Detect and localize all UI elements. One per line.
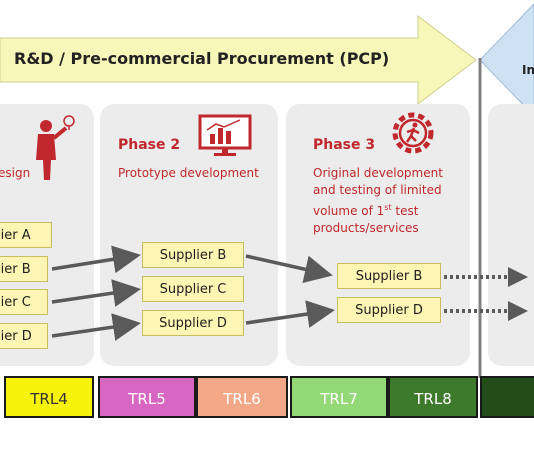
arrow-c-to-phase2 [51, 279, 141, 307]
phase-3-desc-volume: volume of 1 [313, 204, 385, 218]
phase-2-supplier-b: Supplier B [142, 242, 244, 268]
phase-3-desc-line-1: Original development [313, 166, 443, 180]
trl-8-cell: TRL8 [388, 376, 478, 418]
phase-3-description: Original development and testing of limi… [313, 165, 463, 237]
arrow-b-to-phase3 [245, 254, 333, 284]
trl-9-cell [480, 376, 534, 418]
phase-1-description: esign [0, 166, 31, 180]
phase-3-desc-line-2: and testing of limited [313, 183, 442, 197]
phase-1-supplier-d: lier D [0, 323, 48, 349]
phase-3-desc-test: test [391, 204, 419, 218]
arrow-b-to-phase2 [51, 245, 141, 274]
phase-3-desc-line-3: volume of 1st test [313, 199, 463, 220]
phase-2-title: Phase 2 [118, 137, 181, 153]
next-stage-label: In [522, 63, 534, 77]
phase-3-supplier-d: Supplier D [337, 297, 441, 323]
phase-2-supplier-d: Supplier D [142, 310, 244, 336]
phase-2-description: Prototype development [118, 166, 259, 180]
phase-3-desc-line-4: products/services [313, 221, 419, 235]
arrow-d-to-phase2 [51, 313, 141, 341]
next-stage-diamond [479, 3, 534, 117]
phase-2-supplier-c: Supplier C [142, 276, 244, 302]
phase-1-supplier-a: lier A [0, 222, 52, 248]
banner-title: R&D / Pre-commercial Procurement (PCP) [14, 49, 390, 68]
trl-5-cell: TRL5 [98, 376, 196, 418]
phase-1-supplier-c: lier C [0, 289, 48, 315]
trl-6-cell: TRL6 [196, 376, 288, 418]
trl-7-cell: TRL7 [290, 376, 388, 418]
trl-4-cell: TRL4 [4, 376, 94, 418]
pcp-banner-arrow [0, 14, 477, 106]
phase-3-title: Phase 3 [313, 137, 376, 153]
arrow-d-to-phase3 [245, 300, 335, 328]
phase-3-desc-superscript: st [384, 203, 392, 212]
phase-3-supplier-b: Supplier B [337, 263, 441, 289]
phase-1-supplier-b: lier B [0, 256, 48, 282]
phase-4-panel [488, 104, 534, 366]
